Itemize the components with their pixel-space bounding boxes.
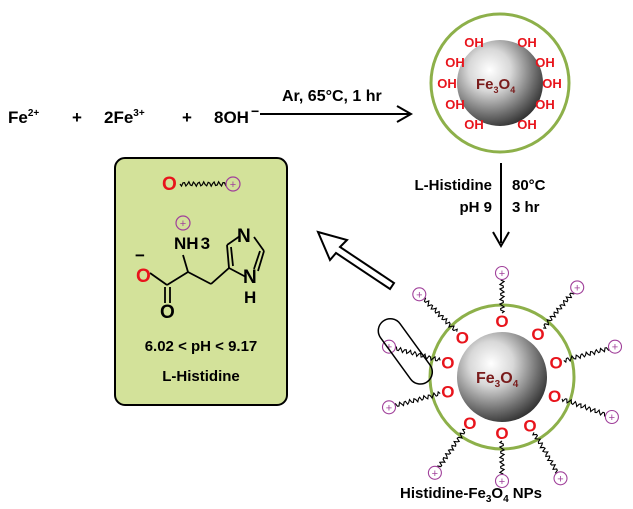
ligand-charge-circle: [225, 176, 241, 192]
ph-range: 6.02 < pH < 9.17: [145, 338, 258, 355]
core-label: Fe3O4: [476, 370, 519, 390]
surface-oxygen: O: [531, 325, 544, 344]
positive-charge-circle: [494, 473, 510, 489]
positive-charge-plus: +: [432, 468, 438, 480]
surface-oxygen: O: [549, 354, 562, 373]
surface-oxygen: O: [523, 417, 536, 436]
hydroxyl-label: OH: [517, 35, 537, 50]
positive-charge-circle: [570, 280, 585, 295]
fe3o4-core: [457, 40, 543, 126]
surface-oxygen: O: [441, 383, 454, 402]
surface-oxygen: O: [441, 354, 454, 373]
ammonium-charge-circle: [175, 215, 191, 231]
highlight-capsule: [377, 318, 434, 385]
histidine-chain: [395, 346, 441, 362]
hydroxyl-label: OH: [445, 97, 465, 112]
ammonium-charge-plus: +: [180, 218, 186, 230]
positive-charge-plus: +: [386, 342, 392, 354]
ph-label: pH 9: [459, 199, 492, 216]
hydroxyl-label: OH: [535, 97, 555, 112]
ligand-charge-plus: +: [230, 179, 236, 191]
nanoparticle-caption: Histidine-Fe3O4 NPs: [400, 485, 542, 505]
fe3-label: 2Fe3+: [104, 108, 145, 127]
hydroxyl-label: OH: [542, 76, 562, 91]
histidine-chain: [563, 347, 610, 364]
plus-sign: +: [72, 108, 82, 127]
histidine-chain: [423, 297, 458, 332]
positive-charge-plus: +: [499, 268, 505, 280]
open-arrow-shape: [316, 230, 396, 291]
time-label: 3 hr: [512, 199, 540, 216]
hydroxyl-label: OH: [464, 35, 484, 50]
reaction-conditions: Ar, 65°C, 1 hr: [282, 88, 382, 105]
bare-nanoparticle: Fe3O4 OH OH OH OH OH OH OH OH OH OH: [429, 12, 571, 154]
histidine-chain: [394, 390, 441, 407]
carboxyl-minus: −: [135, 246, 145, 265]
histidine-box: [114, 157, 288, 406]
positive-charge-plus: +: [499, 476, 505, 488]
histidine-chain: [531, 432, 558, 474]
hydroxyl-groups: OH OH OH OH OH OH OH OH OH OH: [437, 35, 562, 132]
fe2-label: Fe2+: [8, 108, 39, 127]
surface-oxygen: O: [548, 387, 561, 406]
surface-oxygen: O: [495, 424, 508, 443]
ring-nitrogen: N: [237, 226, 251, 247]
histidine-chain: [437, 428, 466, 468]
temperature-label: 80°C: [512, 177, 546, 194]
functionalized-nanoparticle: O + O + O + O + O + O + O + O + O + O + Fe3O4 Histidine-Fe3…: [377, 265, 623, 505]
surface-oxygen: O: [495, 312, 508, 331]
positive-charge-circle: [607, 339, 623, 354]
carboxyl-oxygen: O: [136, 266, 151, 287]
histidine-chain: [498, 279, 506, 314]
positive-charge-circle: [553, 471, 568, 486]
histidine-chain: [498, 440, 506, 475]
step2-arrow-head: [492, 231, 510, 249]
step2-conditions: L-Histidine 80°C pH 9 3 hr: [415, 163, 546, 249]
plus-sign: +: [182, 108, 192, 127]
hydroxyl-label: OH: [464, 117, 484, 132]
fe3o4-core: [457, 332, 547, 422]
reaction-equation: Fe2+ + 2Fe3+ + 8OH− Ar, 65°C, 1 hr: [8, 88, 414, 127]
reagent-label: L-Histidine: [415, 177, 493, 194]
core-label: Fe3O4: [476, 76, 515, 95]
positive-charge-plus: +: [609, 412, 615, 424]
histidine-chains: O + O + O + O + O + O + O + O + O + O +: [381, 265, 623, 489]
positive-charge-plus: +: [557, 473, 563, 485]
positive-charge-plus: +: [574, 282, 580, 294]
ring-nh-nitrogen: N: [243, 267, 257, 288]
reaction-arrow-head: [396, 105, 414, 123]
positive-charge-plus: +: [416, 289, 422, 301]
hydroxyl-label: OH: [437, 76, 457, 91]
ligand-chain: [179, 180, 227, 188]
histidine-chain: [561, 398, 606, 417]
histidine-name: L-Histidine: [162, 368, 240, 385]
surface-oxygen: O: [463, 414, 476, 433]
hydroxyl-label: OH: [535, 55, 555, 70]
positive-charge-plus: +: [612, 342, 618, 354]
hydroxyl-label: OH: [445, 55, 465, 70]
positive-charge-circle: [494, 265, 510, 281]
positive-charge-circle: [412, 287, 427, 302]
surface-oxygen: O: [456, 328, 469, 347]
positive-charge-circle: [427, 465, 442, 480]
positive-charge-circle: [381, 339, 397, 354]
open-arrow: [316, 230, 396, 291]
positive-charge-circle: [604, 409, 619, 425]
histidine-skeleton: [149, 235, 265, 303]
positive-charge-plus: +: [386, 402, 392, 414]
carbonyl-oxygen: O: [160, 302, 175, 323]
positive-charge-circle: [381, 400, 397, 415]
hydroxide-label: 8OH−: [214, 103, 259, 127]
ring-hydrogen: H: [244, 288, 256, 307]
ligand-oxygen-label: O: [162, 174, 177, 195]
hydroxyl-label: OH: [517, 117, 537, 132]
histidine-chain: [543, 292, 575, 329]
